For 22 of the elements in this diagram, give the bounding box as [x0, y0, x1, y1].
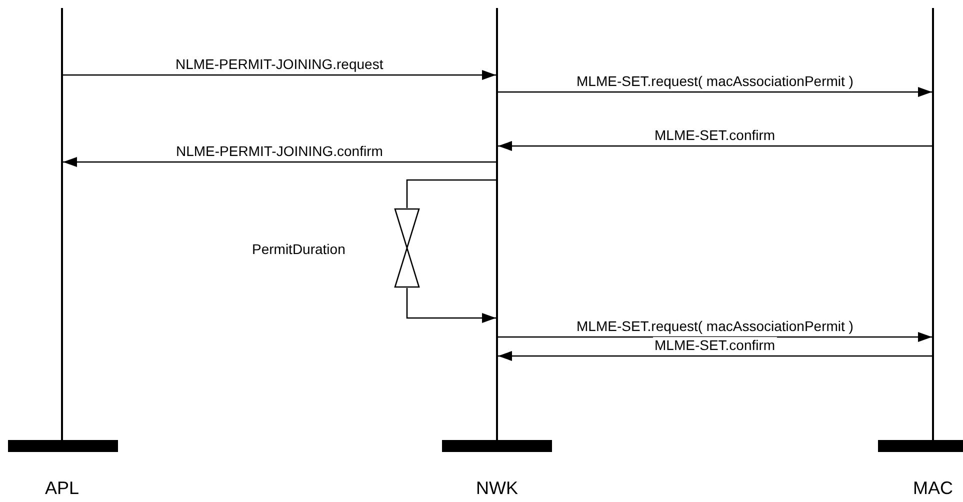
lifeline: [61, 8, 63, 440]
message-arrow: [63, 70, 496, 80]
message-label: NLME-PERMIT-JOINING.request: [174, 56, 386, 72]
participant-label: APL: [44, 478, 80, 498]
message-arrow: [498, 351, 932, 361]
message-arrow: [498, 332, 932, 342]
message-arrow: [63, 157, 496, 167]
message-label: MLME-SET.request( macAssociationPermit ): [574, 318, 856, 334]
timer-hourglass-icon: [394, 208, 420, 288]
message-label: MLME-SET.confirm: [652, 127, 778, 143]
connector-line: [406, 179, 496, 208]
participant-label: MAC: [912, 478, 954, 498]
lifeline: [932, 8, 934, 440]
message-label: NLME-PERMIT-JOINING.confirm: [174, 143, 385, 159]
message-arrow: [406, 288, 496, 323]
message-label: MLME-SET.confirm: [652, 337, 778, 353]
message-arrow: [498, 141, 932, 151]
message-arrow: [498, 87, 932, 97]
participant-label: NWK: [475, 478, 519, 498]
lifeline: [496, 8, 498, 440]
message-label: MLME-SET.request( macAssociationPermit ): [574, 73, 856, 89]
duration-label: PermitDuration: [250, 241, 348, 257]
